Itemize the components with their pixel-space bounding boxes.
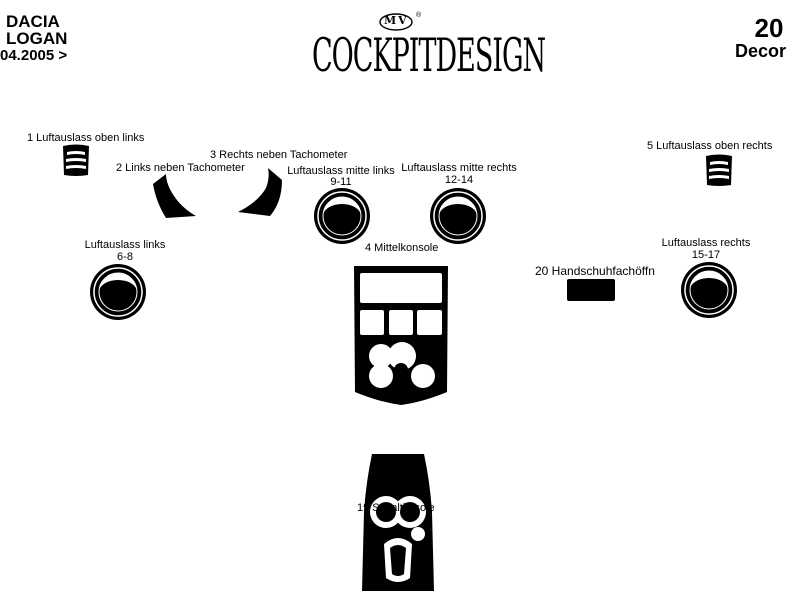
logo-mark-icon [379,13,413,31]
label-part-4: 4 Mittelkonsole [365,242,439,254]
vent-upper-left-icon [63,144,89,176]
round-vent-left-icon [90,264,146,320]
label-part-19: 19 Schaltkosole [357,502,435,514]
label-part-6-text: Luftauslass links [84,239,166,251]
label-part-20: 20 Handschuhfachöffn [535,264,655,278]
round-vent-center-left-icon [314,188,370,244]
piece-count: 20 [754,13,784,43]
label-part-12-text: Luftauslass mitte rechts [401,162,517,174]
logo-registered: ® [416,12,422,19]
label-part-15-text: Luftauslass rechts [661,237,751,249]
vent-upper-right-icon [706,154,732,186]
cockpitdesign-logo: MV ® COCKPITDESIGN [312,12,546,83]
label-part-2: 2 Links neben Tachometer [116,162,245,174]
set-type: Decor [735,41,787,61]
label-part-12-range: 12-14 [444,174,474,186]
round-vent-center-right-icon [430,188,486,244]
label-part-9-text: Luftauslass mitte links [287,165,395,177]
glovebox-handle-icon [567,279,615,301]
car-year: 04.2005 > [0,47,68,64]
logo-wordmark: COCKPITDESIGN [312,30,546,83]
logo-mark: MV [384,14,409,27]
label-part-15-range: 15-17 [691,249,721,261]
gearshift-console-icon [362,454,434,591]
center-console-icon [354,266,448,405]
round-vent-right-icon [681,262,737,318]
label-part-6-range: 6-8 [117,251,133,263]
label-part-3: 3 Rechts neben Tachometer [210,149,348,161]
car-model: LOGAN [6,29,68,48]
car-make: DACIA [6,12,60,31]
trim-right-of-speedometer-icon [238,168,282,216]
label-part-1: 1 Luftauslass oben links [27,132,145,144]
label-part-9-range: 9-11 [330,176,352,188]
label-part-5: 5 Luftauslass oben rechts [647,140,773,152]
trim-left-of-speedometer-icon [153,174,196,218]
